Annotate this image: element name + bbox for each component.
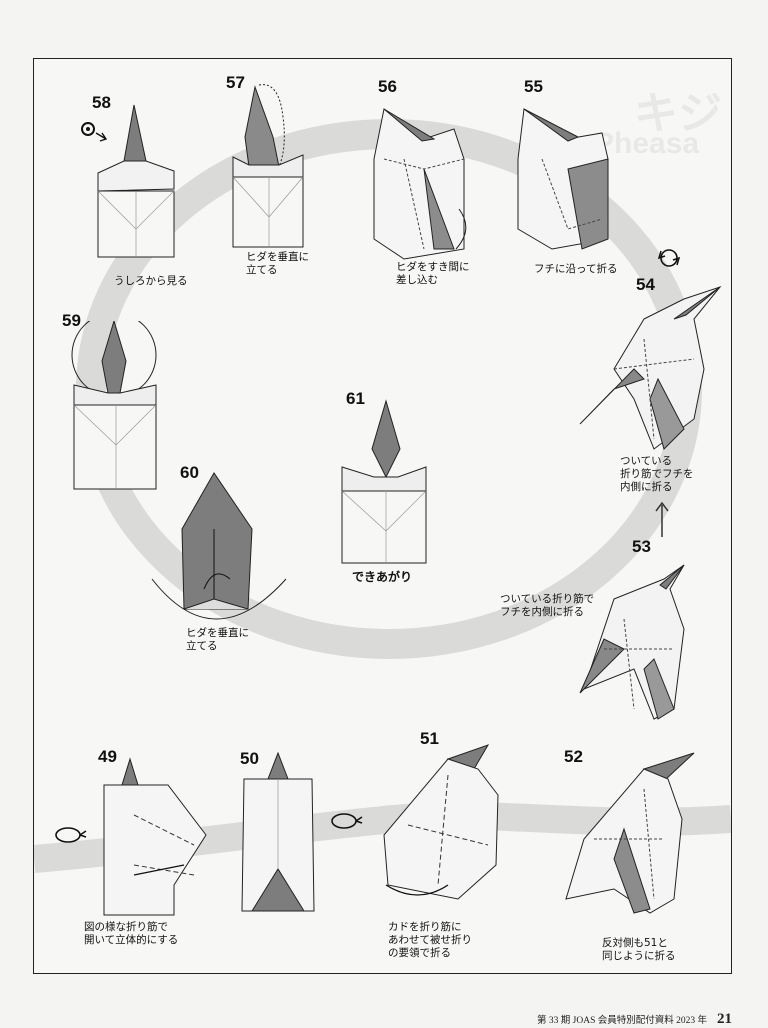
step-56-caption: ヒダをすき間に 差し込む: [396, 261, 470, 286]
step-57-caption: ヒダを垂直に 立てる: [246, 251, 309, 276]
step-58-caption: うしろから見る: [114, 275, 188, 287]
step-51-caption: カドを折り筋に あわせて被せ折り の要領で折る: [388, 921, 472, 959]
step-number-52: 52: [564, 747, 583, 766]
rotate-middle-icon: [331, 813, 363, 829]
step-55-figure: [517, 108, 609, 250]
step-number-57: 57: [226, 73, 245, 92]
step-58-figure: [81, 104, 175, 258]
step-53-caption: ついている折り筋で フチを内側に折る: [500, 593, 595, 618]
step-number-49: 49: [98, 747, 117, 766]
page-number: 21: [717, 1011, 732, 1027]
step-54-caption: ついている 折り筋でフチを 内側に折る: [620, 455, 694, 493]
step-number-60: 60: [180, 463, 199, 482]
step-number-55: 55: [524, 77, 543, 96]
step-49-figure: [103, 757, 207, 916]
eye-icon: [81, 122, 108, 142]
step-60-figure: [151, 472, 287, 620]
step-number-59: 59: [62, 311, 81, 330]
step-number-53: 53: [632, 537, 651, 556]
step-number-51: 51: [420, 729, 439, 748]
watermark-title: キジ: [634, 89, 722, 138]
diagram-frame: キジ Pheasa 58 57 56 55 54 59 61 60 53 49 …: [33, 58, 732, 974]
step-53-figure: [579, 564, 685, 720]
step-52-figure: [565, 752, 695, 914]
step-57-figure: [232, 84, 304, 248]
step-55-caption: フチに沿って折る: [534, 263, 618, 275]
step-number-50: 50: [240, 749, 259, 768]
rotate-icon: [657, 249, 681, 267]
watermark-subtitle: Pheasa: [594, 127, 700, 160]
step-number-58: 58: [92, 93, 111, 112]
step-54-figure: [579, 285, 722, 450]
step-number-54: 54: [636, 275, 655, 294]
footer-text: 第 33 期 JOAS 会員特別配付資料 2023 年: [537, 1016, 707, 1026]
arrow-up-icon: [655, 501, 669, 537]
step-49-caption: 図の様な折り筋で 開いて立体的にする: [84, 921, 179, 946]
step-61-caption: できあがり: [352, 570, 413, 584]
page-footer: 第 33 期 JOAS 会員特別配付資料 2023 年 21: [537, 1011, 732, 1028]
step-61-figure: [341, 399, 427, 564]
step-52-caption: 反対側も51と 同じように折る: [602, 937, 676, 962]
step-59-figure: [71, 321, 157, 490]
step-number-56: 56: [378, 77, 397, 96]
rotate-left-icon: [55, 827, 87, 843]
step-60-caption: ヒダを垂直に 立てる: [186, 627, 249, 652]
step-50-figure: [241, 751, 315, 912]
step-51-figure: [383, 744, 499, 900]
step-56-figure: [373, 108, 467, 260]
step-number-61: 61: [346, 389, 365, 408]
